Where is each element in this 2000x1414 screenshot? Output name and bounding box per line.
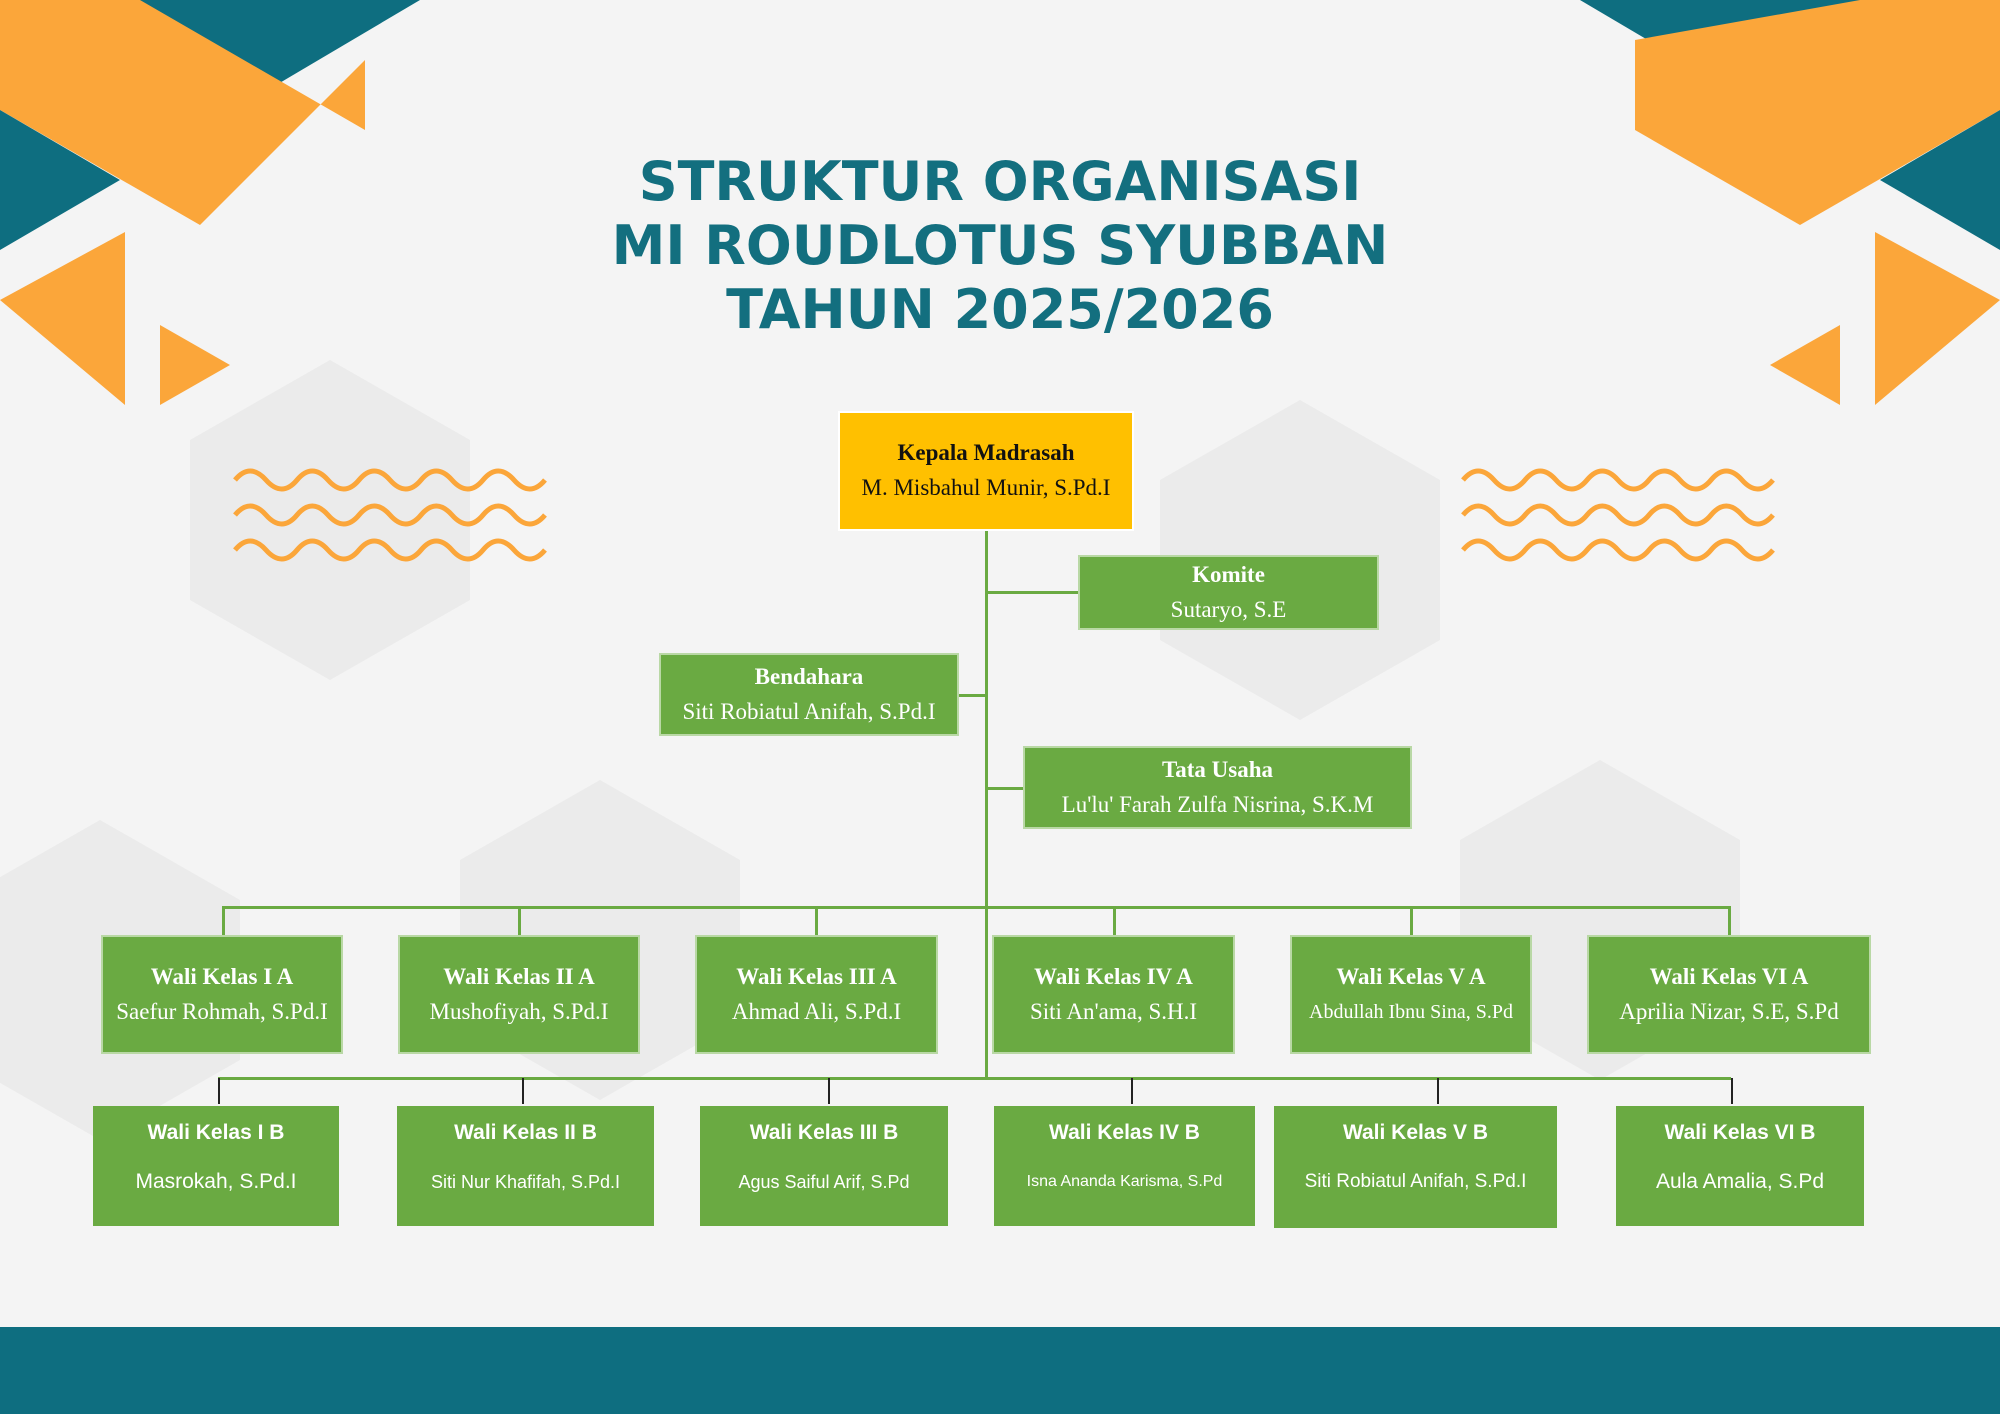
title-line-2: MI ROUDLOTUS SYUBBAN [611,214,1389,277]
node-name: Saefur Rohmah, S.Pd.I [116,998,328,1024]
connector-tata-usaha [986,787,1023,790]
node-wali-kelas-5a: Wali Kelas V A Abdullah Ibnu Sina, S.Pd [1290,935,1532,1054]
node-role: Wali Kelas V A [1336,963,1486,989]
connector-drop [1728,906,1731,935]
connector-bendahara [959,694,986,697]
node-name: Siti Robiatul Anifah, S.Pd.I [1304,1171,1527,1192]
connector-komite [986,591,1078,594]
wave-decoration-left [233,468,547,562]
connector-drop [518,906,521,935]
node-wali-kelas-6a: Wali Kelas VI A Aprilia Nizar, S.E, S.Pd [1587,935,1871,1054]
node-name: Siti An'ama, S.H.I [1029,998,1198,1024]
node-kepala-madrasah: Kepala Madrasah M. Misbahul Munir, S.Pd.… [838,411,1134,531]
connector-tick [1131,1078,1133,1104]
node-wali-kelas-1b: Wali Kelas I B Masrokah, S.Pd.I [93,1106,339,1226]
connector-drop [1410,906,1413,935]
wave-decoration-right [1461,468,1775,562]
node-name: Sutaryo, S.E [1170,596,1287,622]
node-komite: Komite Sutaryo, S.E [1078,555,1379,630]
node-role: Kepala Madrasah [897,440,1075,465]
connector-row-b [218,1077,1731,1080]
node-wali-kelas-5b: Wali Kelas V B Siti Robiatul Anifah, S.Pd… [1274,1106,1557,1228]
node-wali-kelas-3a: Wali Kelas III A Ahmad Ali, S.Pd.I [695,935,938,1054]
node-role: Wali Kelas III A [736,963,897,989]
node-name: Lu'lu' Farah Zulfa Nisrina, S.K.M [1061,791,1374,817]
connector-tick [1731,1078,1733,1104]
corner-decoration-right [1580,0,2000,405]
node-wali-kelas-3b: Wali Kelas III B Agus Saiful Arif, S.Pd [700,1106,948,1226]
corner-decoration-left [0,0,420,405]
node-name: Masrokah, S.Pd.I [135,1170,297,1193]
connector-tick [1437,1078,1439,1104]
node-name: Agus Saiful Arif, S.Pd [738,1172,910,1192]
node-wali-kelas-1a: Wali Kelas I A Saefur Rohmah, S.Pd.I [101,935,343,1054]
node-role: Wali Kelas I B [147,1121,285,1144]
node-wali-kelas-4b: Wali Kelas IV B Isna Ananda Karisma, S.Pd [994,1106,1255,1226]
node-tata-usaha: Tata Usaha Lu'lu' Farah Zulfa Nisrina, S… [1023,746,1412,829]
node-name: Ahmad Ali, S.Pd.I [731,998,902,1024]
node-bendahara: Bendahara Siti Robiatul Anifah, S.Pd.I [659,653,959,736]
node-role: Wali Kelas V B [1342,1121,1489,1144]
node-role: Wali Kelas IV A [1034,963,1193,989]
connector-tick [522,1078,524,1104]
node-name: M. Misbahul Munir, S.Pd.I [861,475,1111,500]
node-name: Aprilia Nizar, S.E, S.Pd [1619,998,1839,1024]
title-line-1: STRUKTUR ORGANISASI [638,150,1362,213]
node-name: Siti Robiatul Anifah, S.Pd.I [682,698,936,724]
node-role: Wali Kelas III B [749,1121,899,1144]
node-name: Isna Ananda Karisma, S.Pd [1026,1173,1223,1190]
connector-drop [222,906,225,935]
node-role: Tata Usaha [1162,756,1273,782]
node-wali-kelas-2b: Wali Kelas II B Siti Nur Khafifah, S.Pd.I [397,1106,654,1226]
node-role: Wali Kelas II A [443,963,595,989]
node-role: Wali Kelas VI B [1664,1121,1816,1144]
node-role: Komite [1192,561,1265,587]
node-wali-kelas-2a: Wali Kelas II A Mushofiyah, S.Pd.I [398,935,640,1054]
node-role: Bendahara [754,663,864,689]
node-name: Mushofiyah, S.Pd.I [429,998,609,1024]
node-wali-kelas-4a: Wali Kelas IV A Siti An'ama, S.H.I [992,935,1235,1054]
node-wali-kelas-6b: Wali Kelas VI B Aula Amalia, S.Pd [1616,1106,1864,1226]
connector-tick [828,1078,830,1104]
connector-tick [218,1078,220,1104]
node-role: Wali Kelas VI A [1649,963,1809,989]
page-title: STRUKTUR ORGANISASI MI ROUDLOTUS SYUBBAN… [0,150,2000,342]
node-name: Aula Amalia, S.Pd [1655,1170,1825,1193]
node-role: Wali Kelas IV B [1049,1121,1200,1144]
connector-drop [815,906,818,935]
node-role: Wali Kelas I A [150,963,294,989]
node-name: Siti Nur Khafifah, S.Pd.I [430,1172,621,1192]
node-role: Wali Kelas II B [454,1121,597,1144]
node-name: Abdullah Ibnu Sina, S.Pd [1309,1000,1513,1023]
connector-row-a [222,906,1731,909]
footer-bar [0,1327,2000,1414]
title-line-3: TAHUN 2025/2026 [726,278,1274,341]
connector-drop [1113,906,1116,935]
connector-main-vertical [985,531,988,1079]
